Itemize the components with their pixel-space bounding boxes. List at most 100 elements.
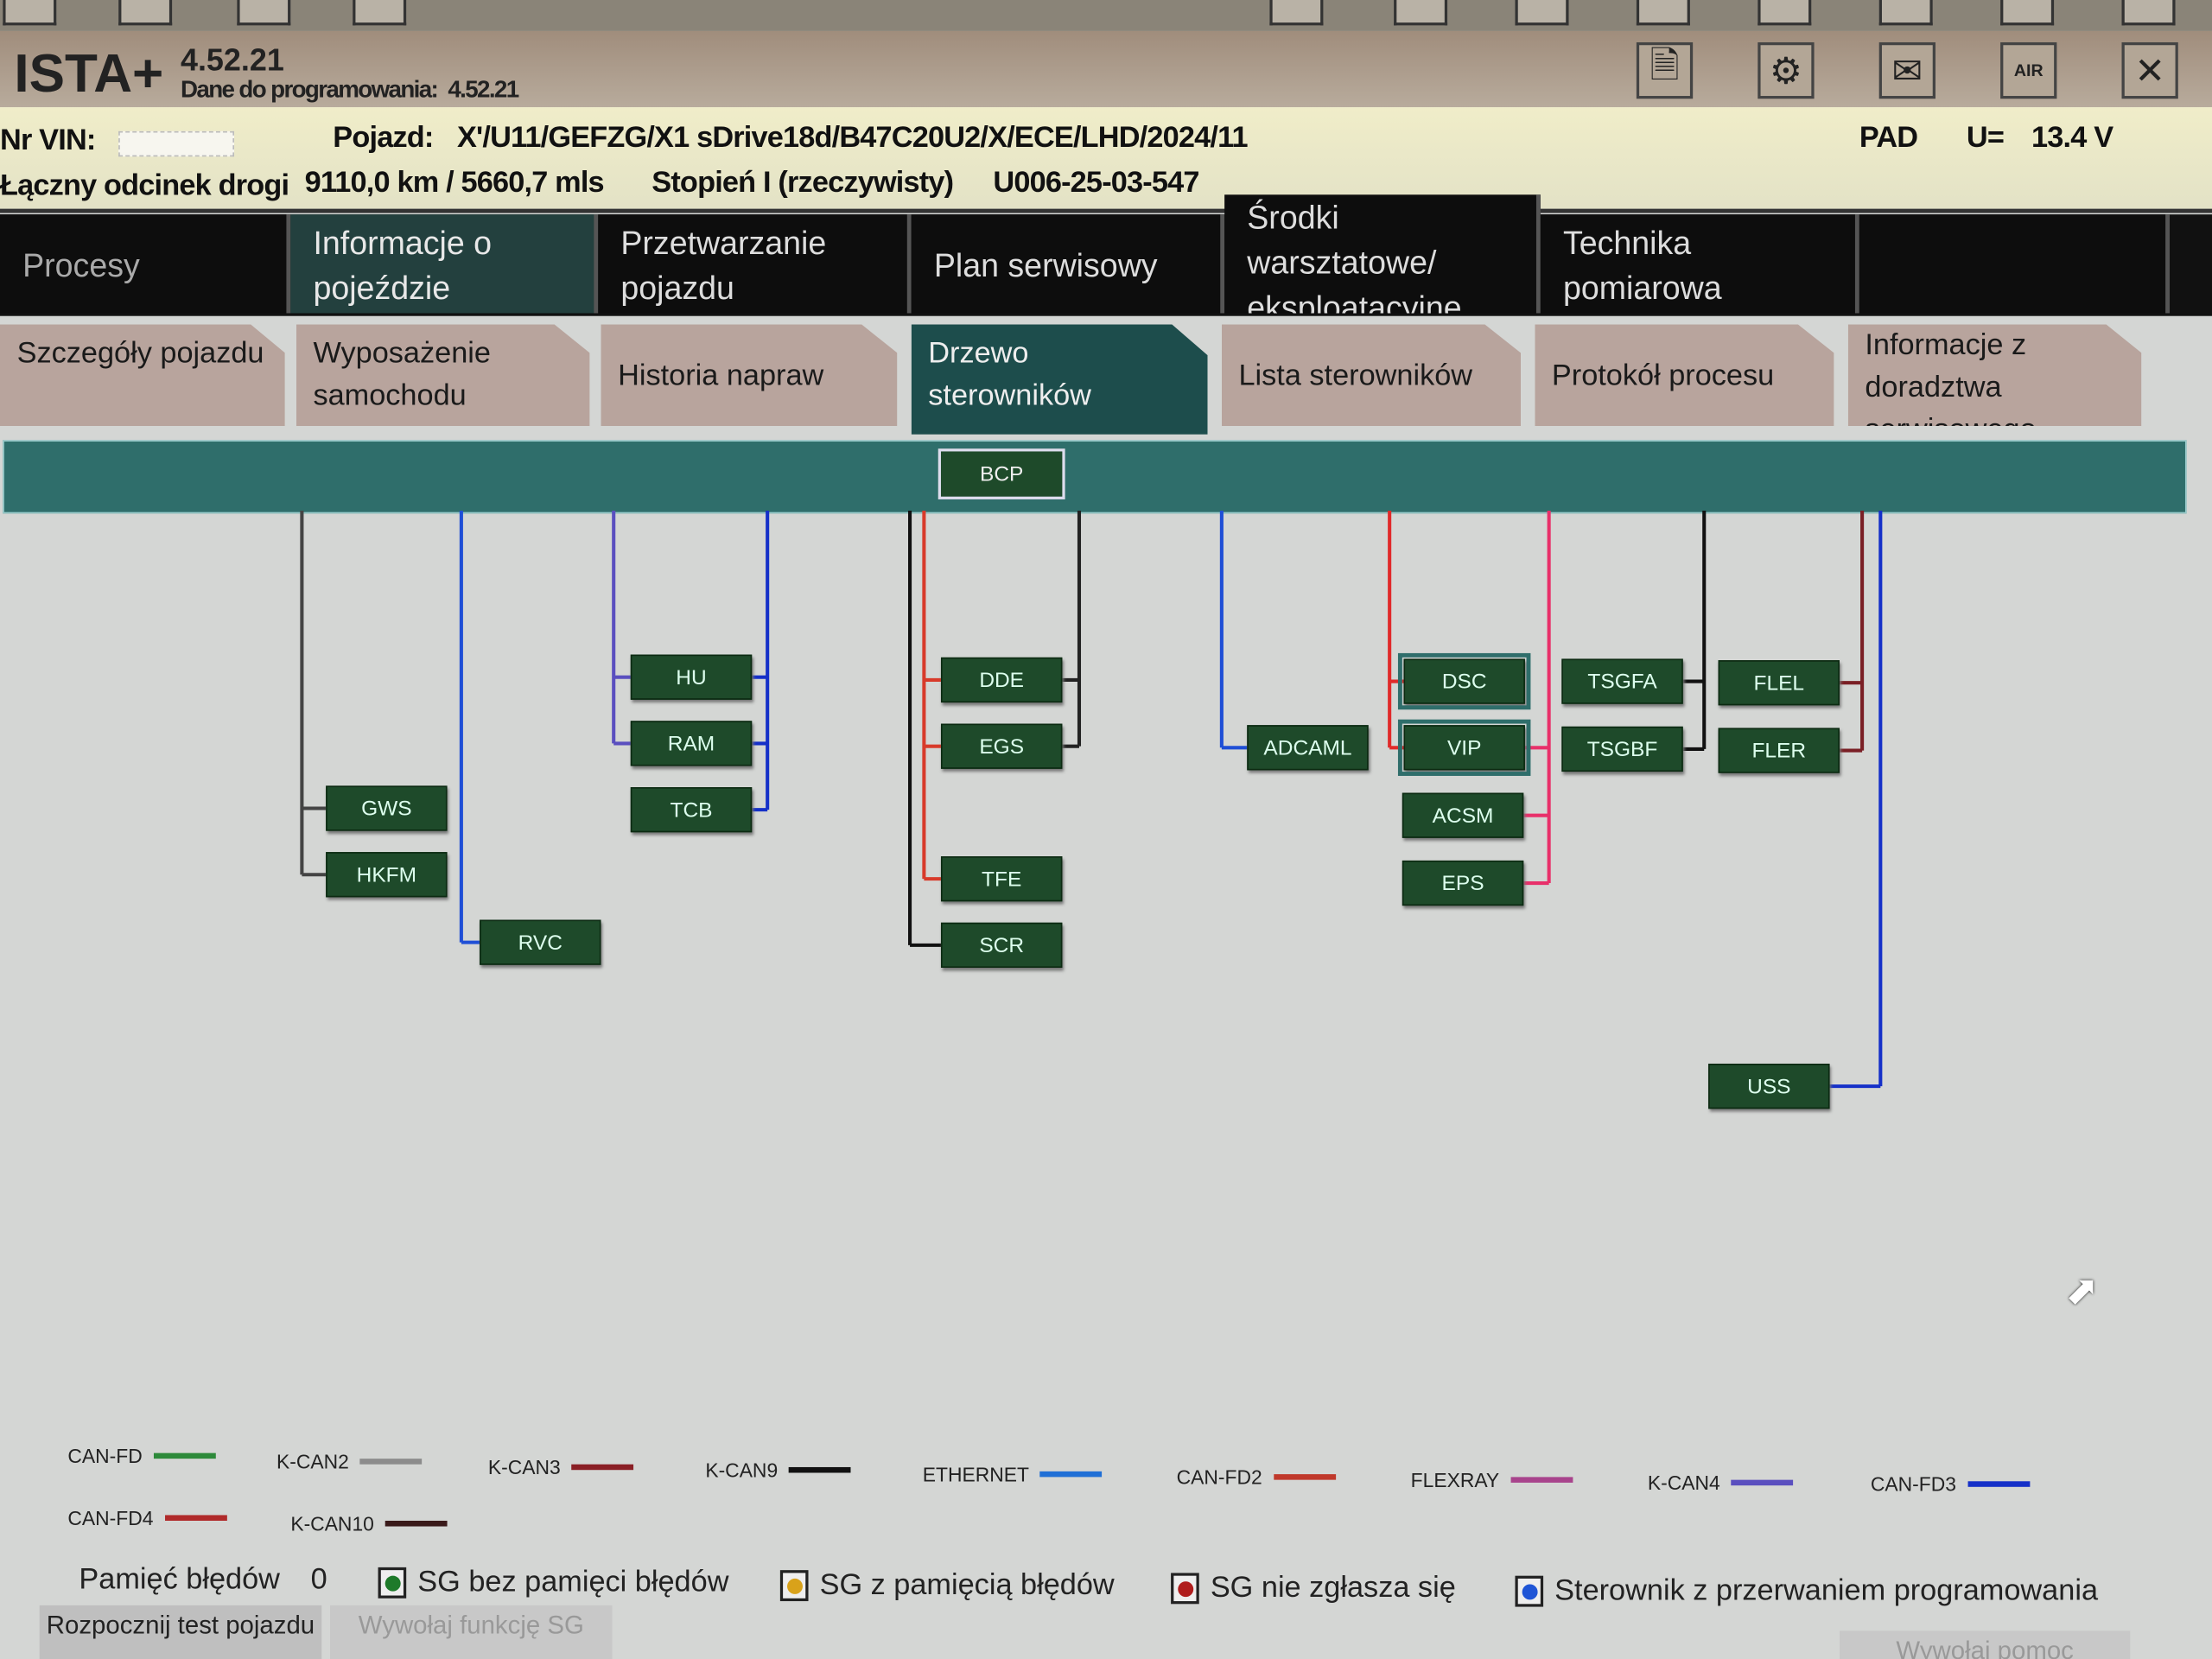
- ecu-hu[interactable]: HU: [630, 654, 753, 700]
- status-indicator-icon: [779, 1570, 809, 1602]
- toolbar-icon[interactable]: [1515, 0, 1569, 26]
- toolbar-icon[interactable]: [1758, 0, 1812, 26]
- tab-informacje-o-pojezdzie[interactable]: Informacje o pojeździe: [290, 214, 599, 314]
- vin-value: [118, 127, 235, 161]
- ecu-adcaml[interactable]: ADCAML: [1247, 725, 1369, 771]
- gear-icon[interactable]: ⚙: [1758, 41, 1815, 99]
- document-icon[interactable]: 🗎: [1636, 41, 1694, 99]
- subtab-lista-sterownikow[interactable]: Lista sterowników: [1221, 324, 1521, 427]
- ecu-tfe[interactable]: TFE: [940, 856, 1063, 902]
- app-version: 4.52.21: [180, 41, 284, 78]
- app-title: ISTA+: [14, 45, 164, 105]
- status-legend-item: SG bez pamięci błędów: [378, 1566, 728, 1599]
- legend-swatch: [1967, 1481, 2030, 1487]
- toolbar-icon[interactable]: [1269, 0, 1324, 26]
- legend-label: CAN-FD: [67, 1444, 143, 1467]
- subtab-drzewo-sterownikow[interactable]: Drzewo sterowników: [911, 324, 1208, 435]
- fault-memory-count: 0: [310, 1562, 327, 1596]
- toolbar-icon[interactable]: [3, 0, 57, 26]
- tab-srodki-warsztatowe[interactable]: Środki warsztatowe/ eksploatacyjne: [1224, 194, 1541, 314]
- tab-plan-serwisowy[interactable]: Plan serwisowy: [911, 214, 1225, 314]
- legend-item: K-CAN3: [488, 1456, 634, 1478]
- toolbar-icon[interactable]: [2000, 0, 2055, 26]
- vehicle-value: X'/U11/GEFZG/X1 sDrive18d/B47C20U2/X/ECE…: [456, 121, 1249, 154]
- ecu-tcb[interactable]: TCB: [630, 787, 753, 833]
- legend-swatch: [1273, 1474, 1336, 1480]
- ecu-vip[interactable]: VIP: [1397, 719, 1531, 776]
- ecu-rvc[interactable]: RVC: [480, 919, 601, 965]
- legend-item: CAN-FD: [67, 1444, 216, 1467]
- ecu-dde[interactable]: DDE: [940, 657, 1063, 703]
- legend-item: K-CAN4: [1648, 1471, 1794, 1494]
- tab-procesy[interactable]: Procesy: [0, 214, 291, 314]
- ecu-bcp[interactable]: BCP: [938, 448, 1065, 499]
- tab-technika-pomiarowa[interactable]: Technika pomiarowa: [1540, 214, 1859, 314]
- subtab-protokol-procesu[interactable]: Protokół procesu: [1535, 324, 1834, 427]
- voltage-value: 13.4 V: [2031, 121, 2113, 154]
- toolbar-icon[interactable]: [1394, 0, 1448, 26]
- ecu-eps[interactable]: EPS: [1402, 860, 1524, 906]
- start-vehicle-test-button[interactable]: Rozpocznij test pojazdu: [39, 1605, 322, 1659]
- air-icon[interactable]: AIR: [2000, 41, 2057, 99]
- close-icon[interactable]: ✕: [2121, 41, 2178, 99]
- subtab-historia-napraw[interactable]: Historia napraw: [601, 324, 898, 427]
- subtab-szczegoly-pojazdu[interactable]: Szczegóły pojazdu: [0, 324, 285, 427]
- ecu-hkfm[interactable]: HKFM: [326, 852, 448, 898]
- status-label: Sterownik z przerwaniem programowania: [1554, 1574, 2099, 1607]
- app-header: ISTA+ 4.52.21 Dane do programowania: 4.5…: [0, 30, 2212, 108]
- legend-item: CAN-FD2: [1177, 1465, 1336, 1488]
- status-indicator-icon: [1515, 1575, 1544, 1607]
- vehicle-info-bar: Nr VIN: Pojazd: X'/U11/GEFZG/X1 sDrive18…: [0, 107, 2212, 213]
- legend-item: CAN-FD4: [67, 1507, 227, 1529]
- legend-item: K-CAN9: [705, 1459, 852, 1481]
- call-ecu-function-button[interactable]: Wywołaj funkcję SG: [330, 1605, 613, 1659]
- legend-swatch: [1040, 1471, 1103, 1478]
- call-help-button[interactable]: Wywołaj pomoc: [1839, 1630, 2131, 1659]
- ecu-uss[interactable]: USS: [1708, 1064, 1830, 1109]
- ecu-flel[interactable]: FLEL: [1718, 660, 1840, 706]
- main-tabs: Procesy Informacje o pojeździe Przetwarz…: [0, 194, 2212, 316]
- subtab-informacje-z-doradztwa[interactable]: Informacje z doradztwa serwisowego: [1847, 324, 2142, 427]
- legend-label: CAN-FD3: [1870, 1472, 1956, 1496]
- legend-label: CAN-FD2: [1176, 1465, 1262, 1489]
- vehicle-label: Pojazd:: [333, 121, 434, 154]
- mail-icon[interactable]: ✉: [1878, 41, 1936, 99]
- ecu-tsgfa[interactable]: TSGFA: [1561, 658, 1683, 704]
- gateway-bus-bar: [3, 440, 2187, 514]
- tab-przetwarzanie-pojazdu[interactable]: Przetwarzanie pojazdu: [598, 214, 912, 314]
- fault-memory: Pamięć błędów 0: [79, 1563, 327, 1597]
- mouse-cursor-icon: ⬈: [2065, 1268, 2099, 1313]
- toolbar-icon[interactable]: [2121, 0, 2176, 26]
- status-label: SG z pamięcią błędów: [819, 1568, 1115, 1602]
- status-indicator-icon: [378, 1567, 407, 1599]
- ecu-egs[interactable]: EGS: [940, 723, 1063, 769]
- ecu-dsc[interactable]: DSC: [1397, 652, 1531, 710]
- legend-item: K-CAN2: [276, 1450, 423, 1472]
- status-indicator-icon: [1171, 1573, 1199, 1605]
- toolbar-icon[interactable]: [237, 0, 291, 26]
- ecu-scr[interactable]: SCR: [940, 922, 1063, 968]
- legend-swatch: [571, 1464, 634, 1471]
- ecu-ram[interactable]: RAM: [630, 721, 753, 766]
- status-legend-item: SG z pamięcią błędów: [779, 1568, 1115, 1603]
- ecu-acsm[interactable]: ACSM: [1402, 792, 1524, 838]
- ecu-tsgbf[interactable]: TSGBF: [1561, 726, 1683, 772]
- mileage-value: 9110,0 km / 5660,7 mls: [304, 166, 605, 200]
- ecu-gws[interactable]: GWS: [326, 785, 448, 831]
- toolbar-icon[interactable]: [353, 0, 407, 26]
- legend-swatch: [1731, 1479, 1794, 1486]
- stage-value: Stopień I (rzeczywisty): [652, 166, 954, 200]
- i-level: U006-25-03-547: [993, 166, 1199, 200]
- legend-swatch: [359, 1459, 423, 1465]
- tab-empty: [1859, 214, 2171, 314]
- toolbar-icon[interactable]: [1878, 0, 1933, 26]
- legend-label: K-CAN2: [276, 1450, 349, 1473]
- legend-swatch: [1510, 1477, 1573, 1483]
- programming-data-label: Dane do programowania:: [180, 76, 439, 104]
- legend-item: ETHERNET: [923, 1463, 1103, 1485]
- toolbar-icon[interactable]: [1636, 0, 1690, 26]
- subtab-wyposazenie-samochodu[interactable]: Wyposażenie samochodu: [296, 324, 590, 427]
- ecu-fler[interactable]: FLER: [1718, 728, 1840, 773]
- toolbar-icon[interactable]: [118, 0, 173, 26]
- legend-label: K-CAN10: [290, 1512, 374, 1535]
